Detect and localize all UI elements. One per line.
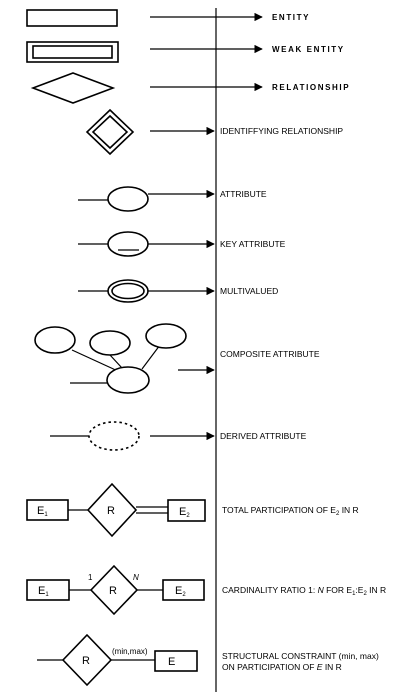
row-identifying-relationship: IDENTIFFYING RELATIONSHIP xyxy=(85,108,343,156)
weak-entity-inner xyxy=(32,45,113,59)
cardinality-e2-sub: 2 xyxy=(182,592,186,598)
total-participation-label-prefix: TOTAL PARTICIPATION OF E xyxy=(222,505,336,515)
attribute-label: ATTRIBUTE xyxy=(220,189,267,199)
identifying-relationship-inner xyxy=(91,114,129,150)
cardinality-label-sub1: 1 xyxy=(352,591,356,597)
cardinality-rel-label: R xyxy=(109,585,117,597)
composite-attribute-symbol xyxy=(106,366,150,394)
cardinality-e1: E1 xyxy=(38,585,49,598)
attribute-symbol xyxy=(107,186,149,212)
cardinality-e2: E2 xyxy=(175,585,186,598)
structural-relationship xyxy=(61,633,113,687)
composite-link-3 xyxy=(141,344,161,370)
row-key-attribute: KEY ATTRIBUTE xyxy=(78,231,286,257)
cardinality-n-marker: N xyxy=(133,573,139,582)
cardinality-label-sep: :E xyxy=(355,585,363,595)
cardinality-e1-sub: 1 xyxy=(45,592,49,598)
cardinality-label-suffix: IN R xyxy=(367,585,386,595)
total-participation-e2: E2 xyxy=(179,506,190,519)
total-participation-e1-sub: 1 xyxy=(44,512,48,518)
total-participation-e1: E1 xyxy=(37,505,48,518)
structural-rel-label: R xyxy=(82,655,90,667)
structural-label-line2-e: E xyxy=(317,662,323,672)
row-structural-constraint: R (min,max) E STRUCTURAL CONSTRAINT (min… xyxy=(37,633,379,687)
total-participation-relationship xyxy=(86,482,138,538)
cardinality-one-marker: 1 xyxy=(88,573,93,582)
total-participation-e2-box xyxy=(167,499,206,522)
row-multivalued: MULTIVALUED xyxy=(78,279,278,303)
relationship-symbol xyxy=(30,72,116,104)
cardinality-label-sub2: 2 xyxy=(363,591,367,597)
structural-entity-label: E xyxy=(168,656,175,668)
row-weak-entity: WEAK ENTITY xyxy=(26,41,345,63)
total-participation-label-suffix: IN R xyxy=(339,505,358,515)
structural-entity-box xyxy=(154,650,198,672)
row-cardinality: E1 1 R N E2 CARDINALITY RATIO 1: N FOR E… xyxy=(26,564,386,616)
weak-entity-label: WEAK ENTITY xyxy=(272,45,345,54)
total-participation-e1-letter: E xyxy=(37,505,44,517)
multivalued-inner xyxy=(111,282,145,300)
cardinality-label: CARDINALITY RATIO 1: N FOR E1:E2 IN R xyxy=(222,585,386,597)
total-participation-label: TOTAL PARTICIPATION OF E2 IN R xyxy=(222,505,359,517)
cardinality-relationship xyxy=(89,564,139,616)
cardinality-e2-letter: E xyxy=(175,585,182,597)
row-relationship: RELATIONSHIP xyxy=(30,72,350,104)
structural-label-line1: STRUCTURAL CONSTRAINT (min, max) xyxy=(222,651,379,661)
multivalued-label: MULTIVALUED xyxy=(220,286,278,296)
composite-component-3 xyxy=(145,323,187,349)
relationship-label: RELATIONSHIP xyxy=(272,83,350,92)
derived-attribute-label: DERIVED ATTRIBUTE xyxy=(220,431,307,441)
entity-symbol xyxy=(26,9,118,27)
identifying-relationship-label: IDENTIFFYING RELATIONSHIP xyxy=(220,126,343,136)
cardinality-label-mid: FOR E xyxy=(324,585,353,595)
composite-link-1 xyxy=(71,349,121,373)
composite-component-2 xyxy=(89,330,131,356)
total-participation-e2-letter: E xyxy=(179,506,186,518)
composite-component-1 xyxy=(34,326,76,354)
row-composite-attribute: COMPOSITE ATTRIBUTE xyxy=(34,323,320,394)
total-participation-label-sub: 2 xyxy=(336,511,340,517)
key-attribute-symbol xyxy=(107,231,149,257)
structural-label-line2-prefix: ON PARTICIPATION OF xyxy=(222,662,317,672)
structural-label-line2-suffix: IN R xyxy=(322,662,341,672)
row-entity: ENTITY xyxy=(26,9,310,27)
composite-link-2 xyxy=(109,354,123,369)
key-attribute-label: KEY ATTRIBUTE xyxy=(220,239,286,249)
total-participation-e2-sub: 2 xyxy=(186,513,190,519)
composite-attribute-label: COMPOSITE ATTRIBUTE xyxy=(220,349,320,359)
cardinality-e1-letter: E xyxy=(38,585,45,597)
cardinality-e2-box xyxy=(162,579,205,601)
cardinality-label-prefix: CARDINALITY RATIO 1: xyxy=(222,585,318,595)
row-derived-attribute: DERIVED ATTRIBUTE xyxy=(50,421,307,451)
structural-label-line2: ON PARTICIPATION OF E IN R xyxy=(222,662,342,672)
entity-label: ENTITY xyxy=(272,13,310,22)
cardinality-label-n: N xyxy=(318,585,325,595)
row-attribute: ATTRIBUTE xyxy=(78,186,267,212)
row-total-participation: E1 R E2 TOTAL PARTICIPATION OF E2 IN R xyxy=(26,482,359,538)
derived-attribute-symbol xyxy=(88,421,140,451)
total-participation-rel-label: R xyxy=(107,505,115,517)
structural-minmax: (min,max) xyxy=(112,647,148,656)
